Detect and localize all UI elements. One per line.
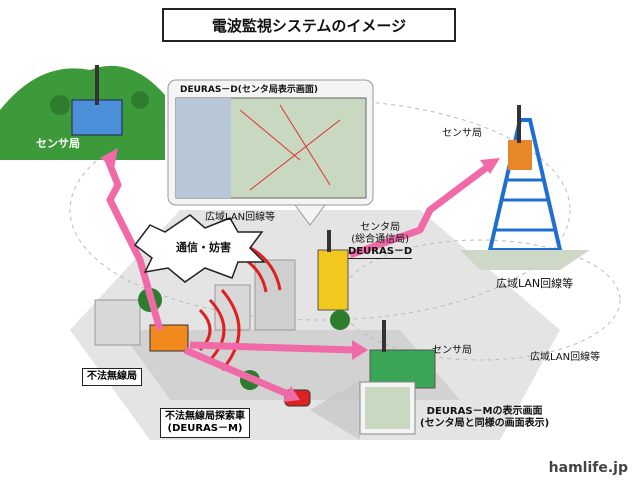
center-station-building (317, 249, 349, 311)
tree (50, 95, 70, 115)
sensor-mast-left (95, 65, 99, 105)
center-station-label-line1: センタ局 (360, 222, 401, 233)
data-link-arrows (104, 158, 493, 399)
sensor-building-left (71, 99, 123, 136)
tree (330, 310, 350, 330)
deuras-d-screen-label: DEURAS－D(センタ局表示画面) (180, 85, 319, 95)
car-beam (310, 380, 360, 440)
sensor-station-right-label: センサ局 (442, 128, 482, 139)
deuras-m-label-line2: (センタ局と同様の画面表示) (420, 418, 550, 429)
center-station-label-line3: DEURAS－D (348, 246, 413, 259)
center-station-label-line2: (総合通信局) (351, 234, 409, 245)
screen-pointer (294, 204, 326, 226)
wide-lan-label-3: 広域LAN回線等 (530, 352, 601, 363)
city-building (94, 299, 141, 346)
page-title: 電波監視システムのイメージ (162, 8, 456, 42)
arrow-to-bottom-sensor (189, 341, 356, 354)
wide-lan-label-2: 広域LAN回線等 (496, 277, 574, 290)
deuras-m-label: DEURAS－Mの表示画面 (センタ局と同様の画面表示) (420, 406, 549, 430)
interference-label: 通信・妨害 (176, 241, 231, 254)
interference-burst (133, 214, 266, 283)
city-building (254, 259, 296, 331)
deuras-d-panel (176, 98, 231, 198)
illegal-station-van (149, 324, 189, 352)
network-dash-2 (339, 239, 621, 361)
deuras-m-label-line1: DEURAS－Mの表示画面 (426, 406, 543, 417)
arrow-to-left-sensor (104, 158, 164, 331)
sensor-station-bottom-label: センサ局 (432, 345, 472, 356)
illegal-station-label: 不法無線局 (82, 368, 142, 386)
arrow-to-right-sensor (348, 162, 493, 259)
search-car-label: 不法無線局探索車 (DEURAS－M) (160, 408, 250, 438)
wide-lan-label-1: 広域LAN回線等 (205, 212, 276, 223)
tower-base (460, 250, 590, 270)
search-car-label-line1: 不法無線局探索車 (165, 411, 245, 422)
center-station-label: センタ局 (総合通信局) DEURAS－D (348, 222, 413, 259)
deuras-d-bearing-lines (239, 104, 341, 191)
watermark: hamlife.jp (548, 460, 628, 476)
arrow-to-search-car (183, 346, 292, 399)
tower-antenna-box (508, 140, 532, 170)
sensor-station-left-label: センサ局 (36, 137, 80, 150)
tree (131, 91, 149, 109)
search-car-label-line2: (DEURAS－M) (167, 423, 243, 434)
